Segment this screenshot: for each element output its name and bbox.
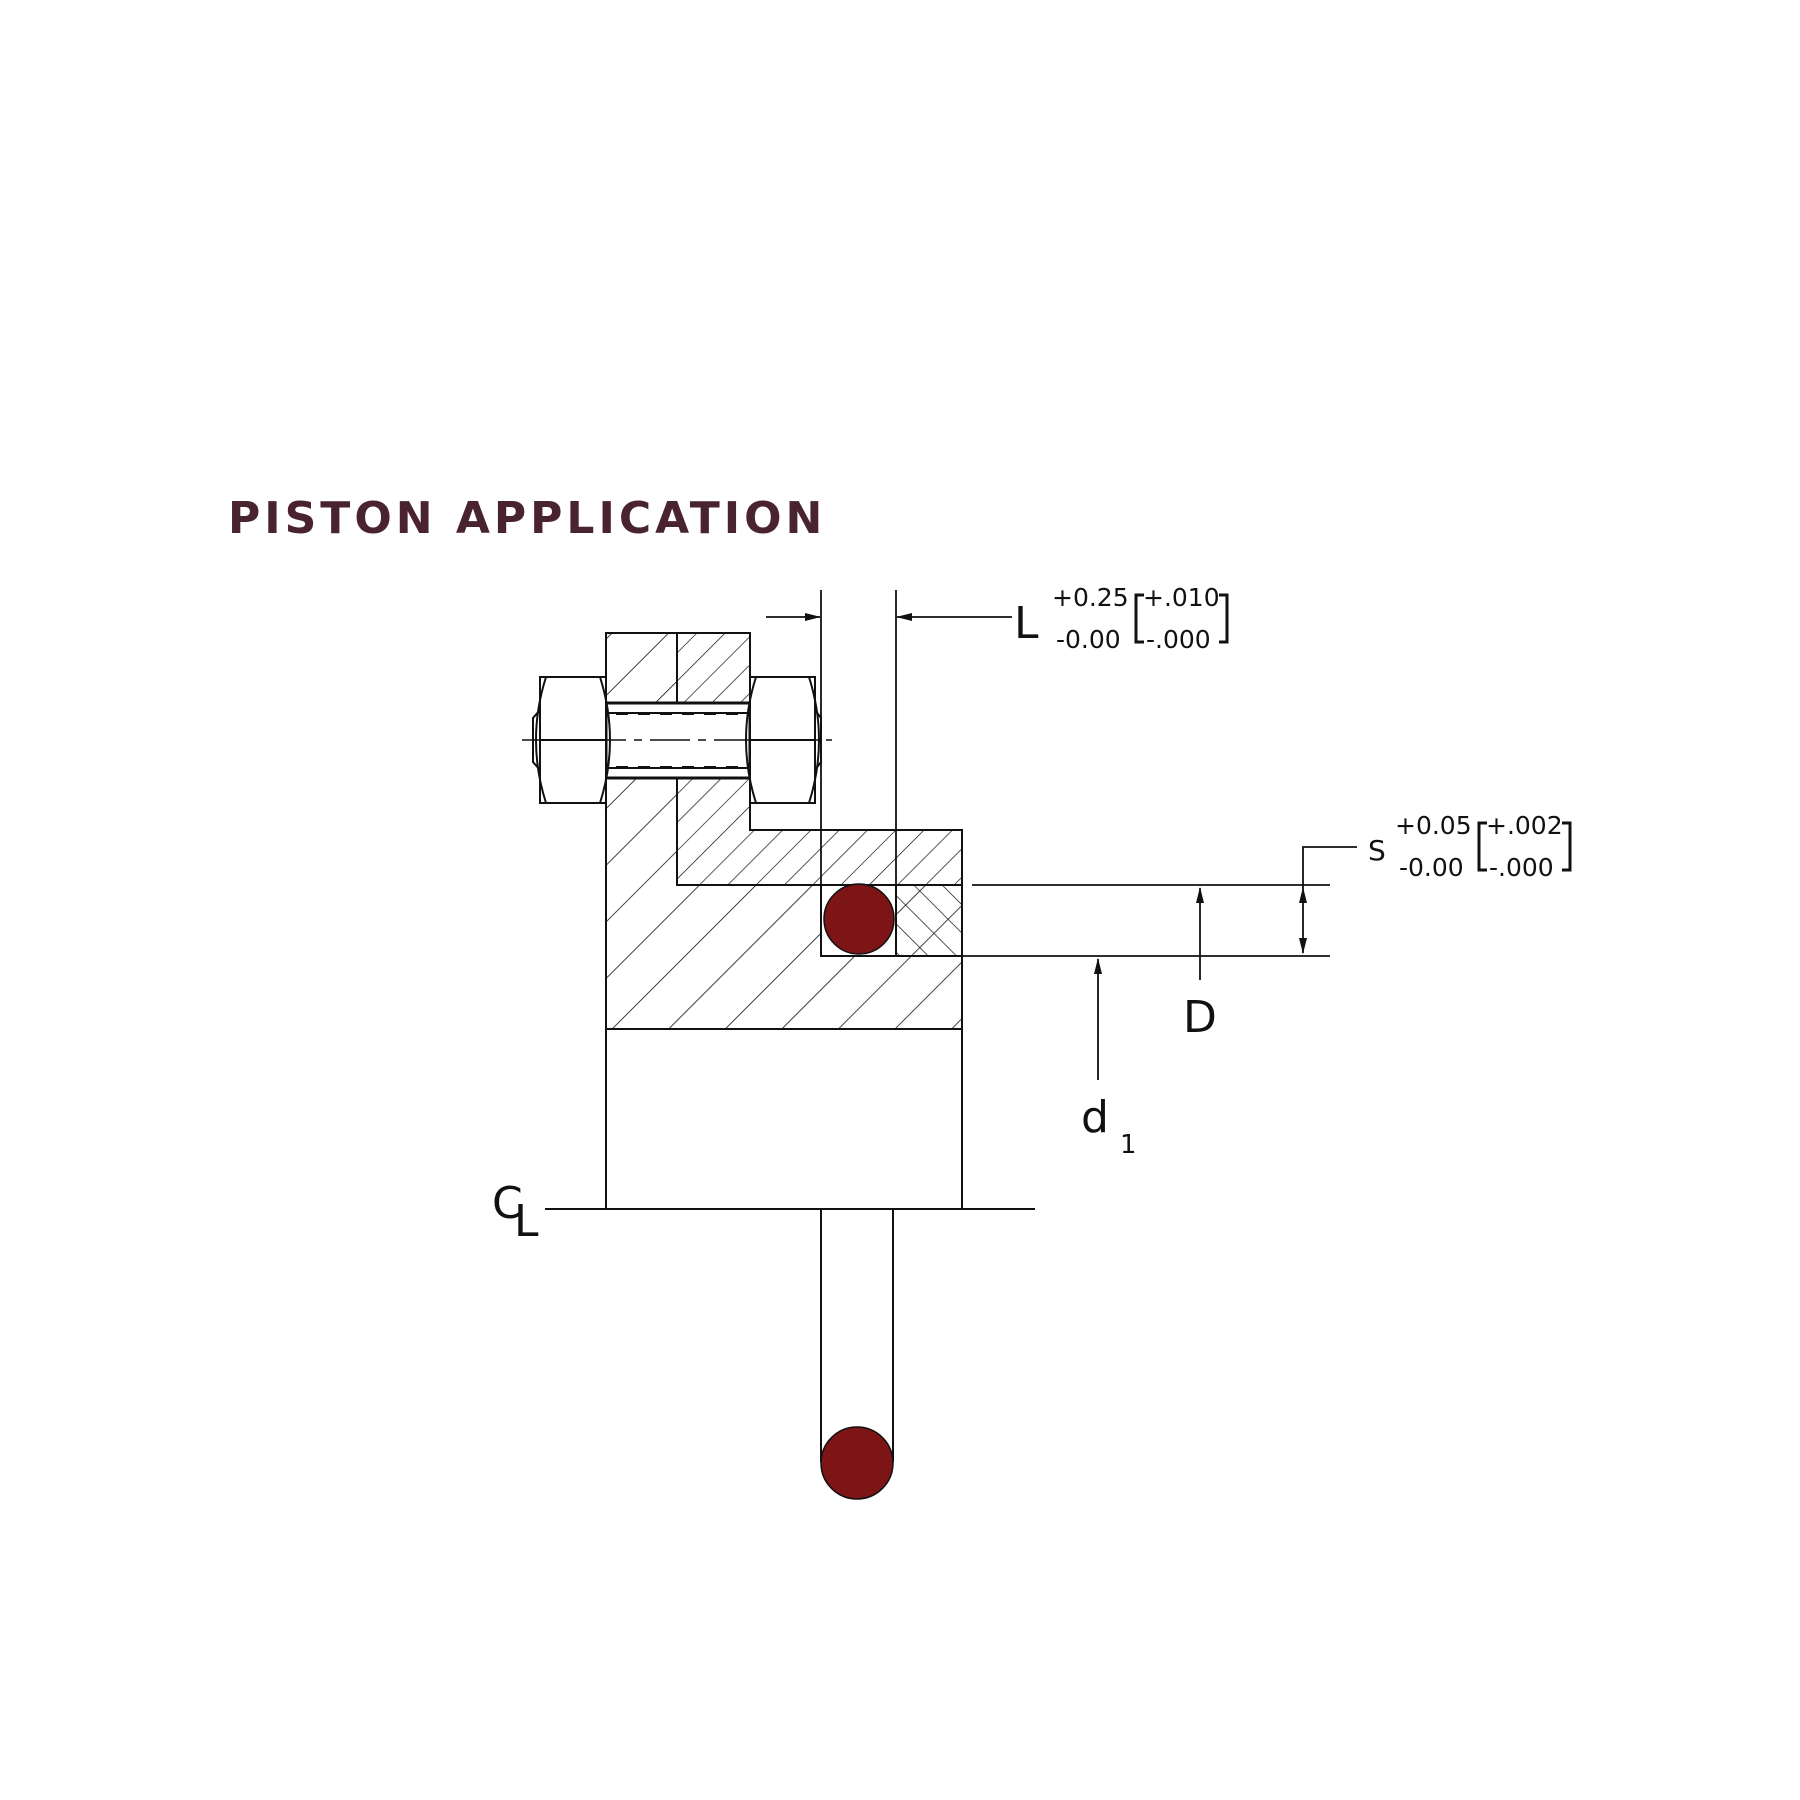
- groove-diameter-subscript: 1: [1120, 1130, 1137, 1160]
- dimension-diameters: [905, 846, 1357, 1080]
- squeeze-tol-metric-minus: -0.00: [1399, 853, 1464, 882]
- piston-section: [522, 632, 1035, 1462]
- groove-width-bracket-right: [1219, 593, 1229, 644]
- groove-width-tol-inch-plus: +.010: [1143, 583, 1220, 612]
- squeeze-tol-inch-plus: +.002: [1486, 811, 1563, 840]
- flange-right: [676, 632, 751, 704]
- retainer-plate: [676, 777, 963, 886]
- squeeze-label: S: [1368, 834, 1386, 867]
- centerline-symbol-l: L: [514, 1196, 539, 1247]
- oring-installed: [823, 883, 895, 955]
- oring-free-section: [820, 1426, 894, 1500]
- centerline-symbol-c: C: [492, 1178, 523, 1229]
- groove-wall-hatched: [895, 884, 963, 957]
- squeeze-bracket-left: [1477, 821, 1487, 872]
- groove-width-bracket-left: [1134, 593, 1144, 644]
- groove-diameter-label: d: [1081, 1092, 1109, 1143]
- piston-body-lower: [605, 1028, 963, 1210]
- groove-width-tol-metric-plus: +0.25: [1052, 583, 1129, 612]
- groove-width-tol-inch-minus: -.000: [1146, 625, 1211, 654]
- groove-width-label: L: [1014, 598, 1039, 649]
- bore-diameter-label: D: [1183, 992, 1217, 1043]
- squeeze-tol-metric-plus: +0.05: [1395, 811, 1472, 840]
- squeeze-tol-inch-minus: -.000: [1489, 853, 1554, 882]
- groove-width-tol-metric-minus: -0.00: [1056, 625, 1121, 654]
- dimension-groove-width: [766, 590, 1012, 885]
- page-title: PISTON APPLICATION: [228, 493, 826, 544]
- flange-left: [605, 632, 678, 704]
- squeeze-bracket-right: [1562, 821, 1572, 872]
